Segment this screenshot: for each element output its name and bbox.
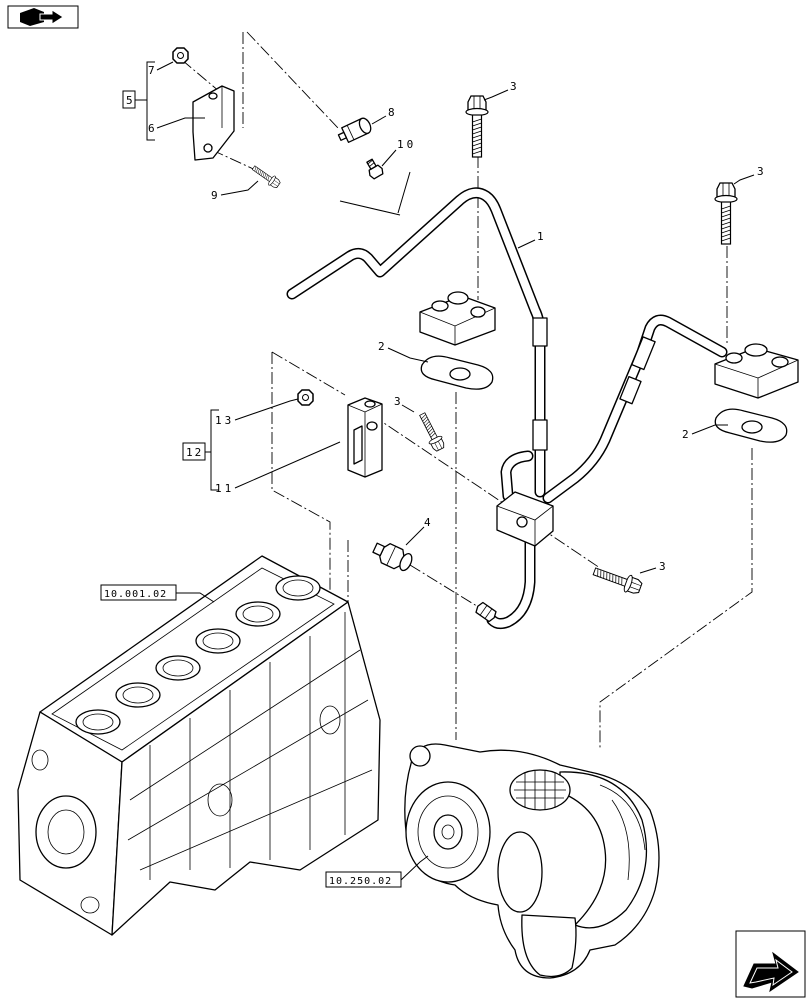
callout-bolt-right: 3 [757, 165, 764, 178]
callout-bolt-junction: 3 [659, 560, 666, 573]
bolt-junction [590, 562, 644, 597]
top-navigation-icon[interactable] [7, 5, 79, 29]
callout-leaders [156, 61, 755, 881]
pipe-clamp-line [397, 171, 411, 214]
callout-nut-clip: 13 [215, 414, 234, 427]
block-ribs [31, 612, 373, 914]
gasket-right [714, 408, 788, 443]
assembly-number-bracket-kit: 5 [126, 94, 133, 107]
book-arrow-icon [20, 8, 64, 26]
reference-link-turbocharger[interactable]: 10.250.02 [325, 871, 402, 888]
nut-bracket [172, 47, 189, 64]
engine-block [17, 555, 381, 936]
assembly-centerlines [181, 31, 753, 748]
bolt-bracket [250, 162, 282, 190]
reference-link-engine-block[interactable]: 10.001.02 [100, 584, 177, 601]
pressure-sensor [337, 117, 372, 143]
reference-label-engine-block: 10.001.02 [104, 589, 167, 600]
pipe-clamp-line [339, 200, 401, 216]
bottom-navigation-icon[interactable] [735, 930, 806, 998]
callout-union-fitting: 4 [424, 516, 431, 529]
bolt-top [465, 95, 489, 158]
callout-bolt-clip: 3 [394, 395, 401, 408]
reference-label-turbocharger: 10.250.02 [329, 876, 392, 887]
mounting-bracket [192, 85, 235, 161]
callout-sensor: 8 [388, 106, 395, 119]
bracket-kit-group: 5 [122, 61, 155, 141]
bolt-right [714, 182, 738, 245]
small-fitting [366, 158, 384, 180]
callout-small-fitting: 10 [397, 138, 416, 151]
cylinder-bores [75, 575, 321, 735]
junction-block [496, 491, 554, 547]
bolt-clip [415, 410, 448, 454]
nut-clip [297, 389, 314, 406]
callout-bolt-top: 3 [510, 80, 517, 93]
pipe-flange-right [714, 343, 799, 399]
callout-bolt-bracket: 9 [211, 189, 218, 202]
callout-nut-bracket: 7 [148, 64, 155, 77]
callout-clip: 11 [215, 482, 234, 495]
pipe-end-fitting [475, 601, 497, 623]
callout-gasket-right: 2 [682, 428, 689, 441]
clip-kit-group: 12 [182, 409, 219, 491]
pipe-clip [347, 397, 383, 478]
assembly-number-clip-kit: 12 [186, 446, 203, 459]
turbocharger [404, 743, 660, 979]
union-fitting [372, 542, 413, 572]
callout-bracket: 6 [148, 122, 155, 135]
pipe-flange-left [419, 291, 496, 346]
next-page-arrow-icon [743, 951, 799, 993]
callout-gasket-left: 2 [378, 340, 385, 353]
gasket-left [420, 355, 494, 390]
callout-pipe: 1 [537, 230, 544, 243]
oil-pipe-assembly [286, 171, 728, 630]
